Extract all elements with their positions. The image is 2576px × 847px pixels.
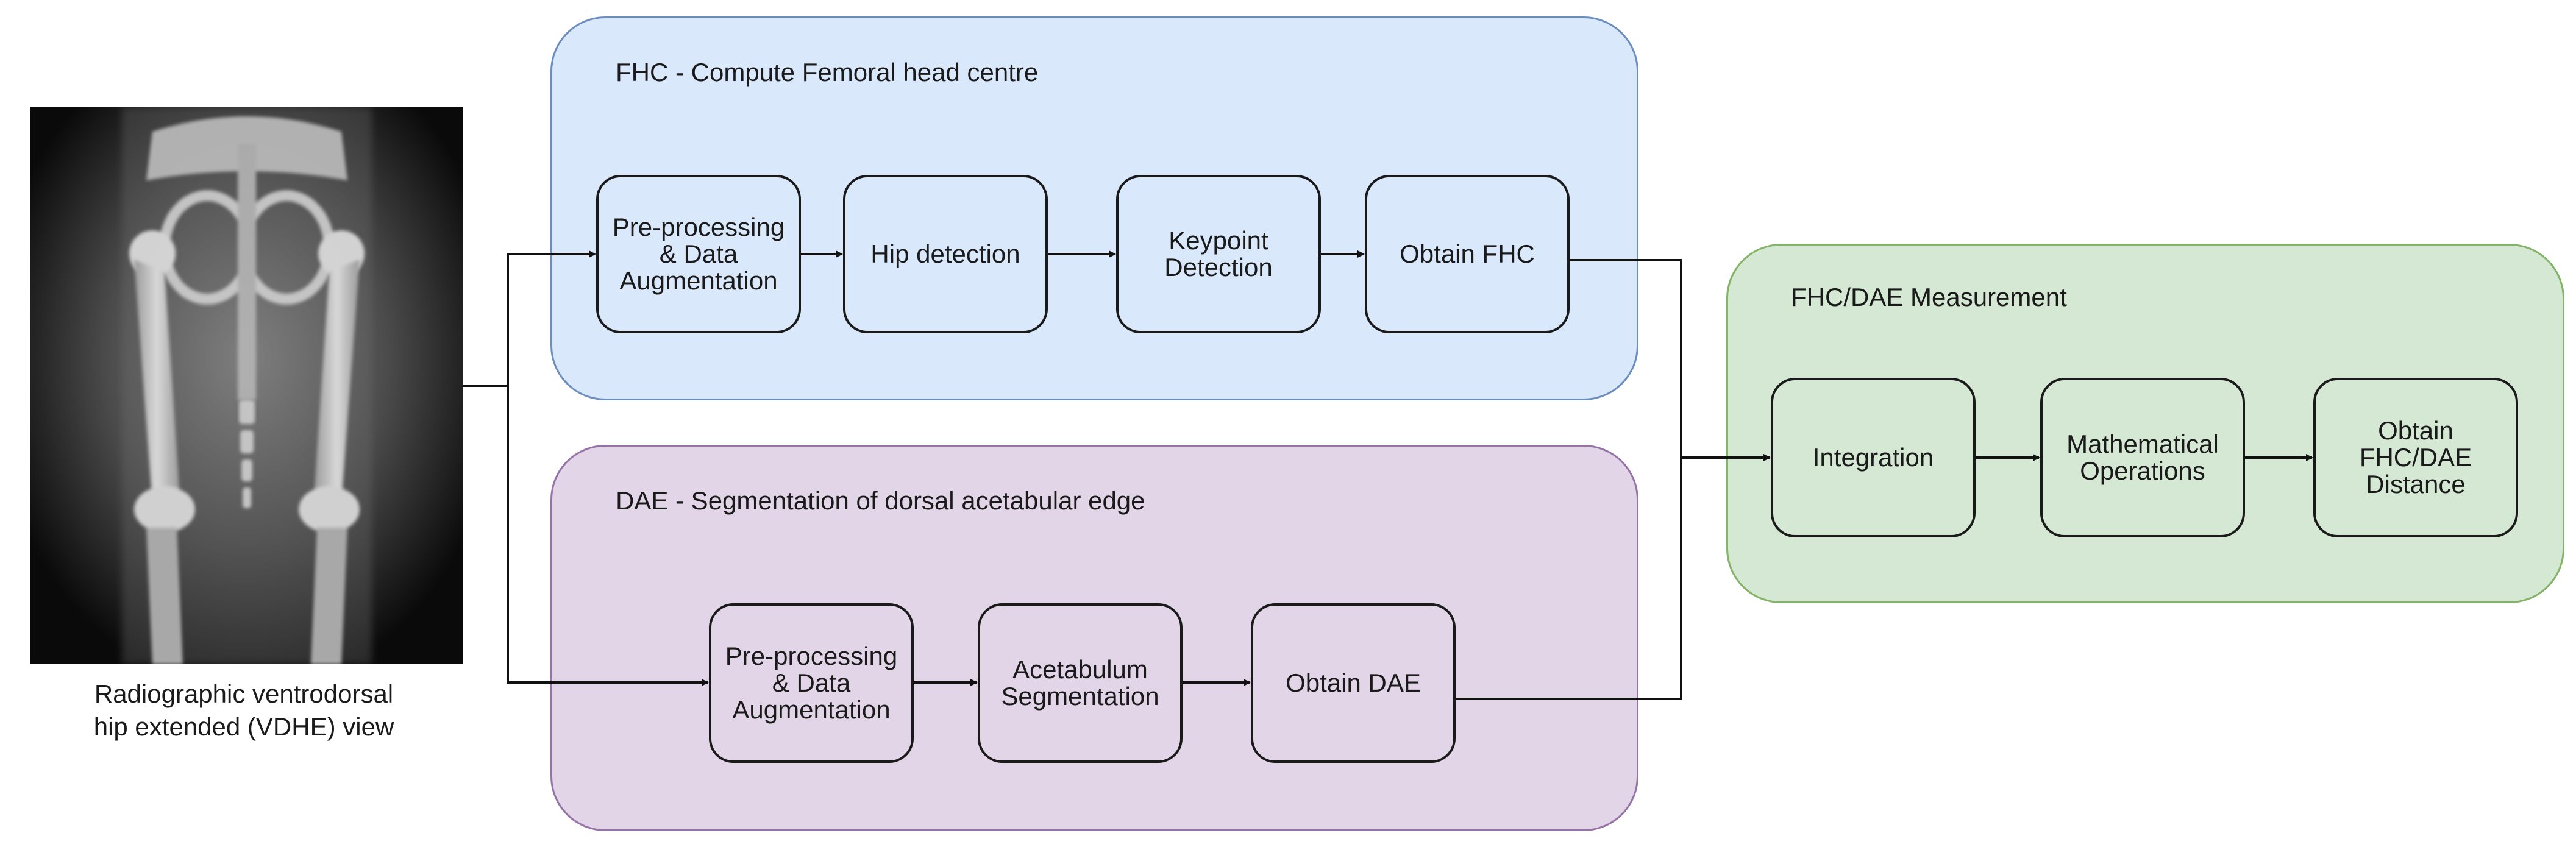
acetabulum-segmentation-step: Acetabulum Segmentation (978, 603, 1183, 763)
measurement-group (1726, 244, 2564, 603)
connector-to-dae-pre (507, 386, 709, 686)
measurement-group-title: FHC/DAE Measurement (1791, 283, 2067, 311)
fhc-preprocessing-step: Pre-processing & Data Augmentation (596, 175, 801, 333)
radiograph-caption: Radiographic ventrodorsal hip extended (… (93, 679, 394, 741)
connector-dae-to-merge (1456, 458, 1682, 700)
dae-group (550, 445, 1638, 831)
connector-fhc-to-merge (1570, 259, 1682, 458)
fhc-group-title: FHC - Compute Femoral head centre (616, 58, 1039, 87)
integration-step: Integration (1771, 378, 1976, 537)
mathematical-operations-step: Mathematical Operations (2040, 378, 2245, 537)
obtain-distance-step: Obtain FHC/DAE Distance (2313, 378, 2518, 537)
connector-to-fhc-pre (507, 250, 596, 386)
dae-preprocessing-step: Pre-processing & Data Augmentation (709, 603, 914, 763)
radiograph-illustration (30, 107, 463, 664)
obtain-fhc-step: Obtain FHC (1365, 175, 1570, 333)
dae-group-title: DAE - Segmentation of dorsal acetabular … (616, 486, 1145, 515)
hip-detection-step: Hip detection (843, 175, 1048, 333)
fhc-group (550, 16, 1638, 400)
obtain-dae-step: Obtain DAE (1251, 603, 1456, 763)
keypoint-detection-step: Keypoint Detection (1116, 175, 1321, 333)
radiograph-image (30, 107, 463, 664)
